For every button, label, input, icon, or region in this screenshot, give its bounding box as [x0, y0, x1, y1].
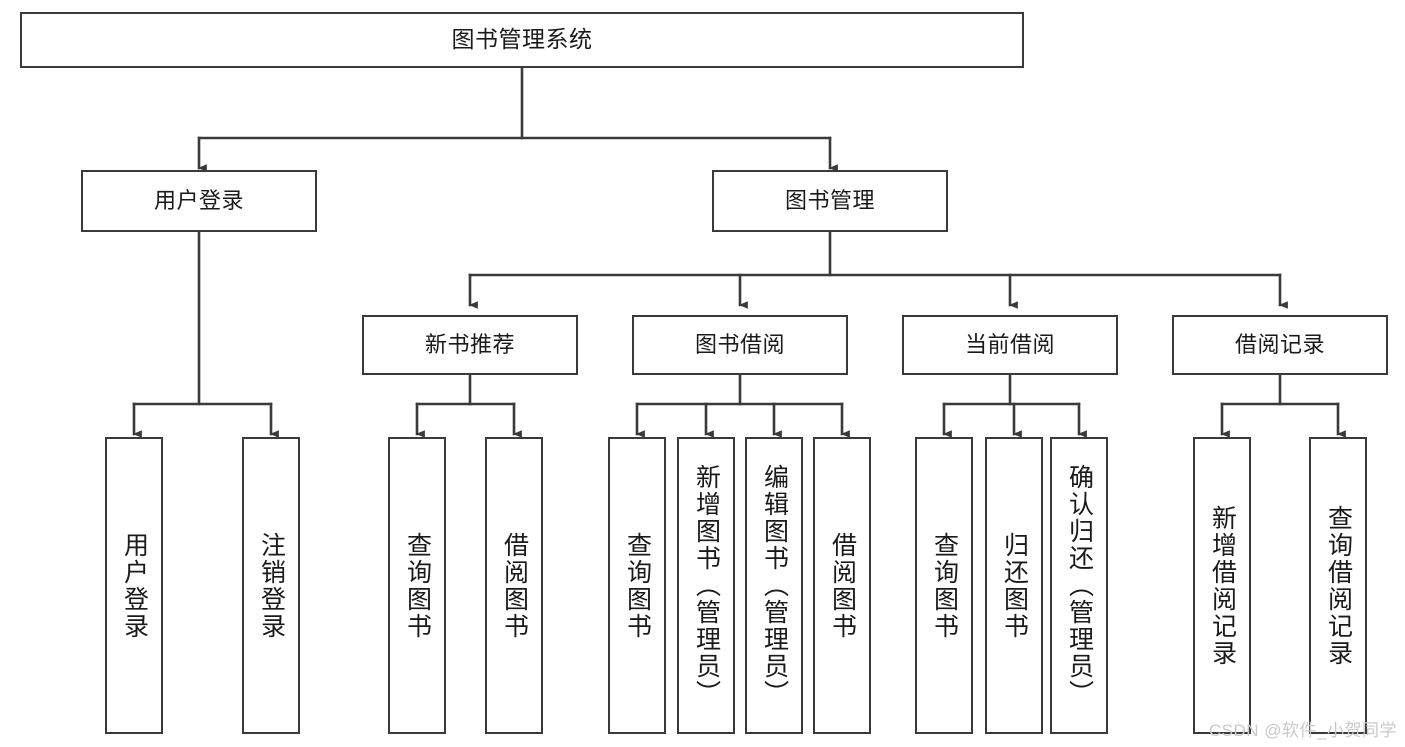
node-current-borrowing[interactable]: 当前借阅 [902, 315, 1118, 375]
node-leaf-logout[interactable]: 注销登录 [242, 437, 300, 734]
node-label: 当前借阅 [964, 331, 1055, 357]
node-leaf-current-query-books[interactable]: 查询图书 [915, 437, 973, 734]
node-label: 新书推荐 [424, 331, 515, 357]
node-label: 查询图书 [403, 531, 432, 640]
node-leaf-current-return-books[interactable]: 归还图书 [985, 437, 1043, 734]
node-label: 归还图书 [1000, 531, 1029, 640]
node-label: 图书借阅 [694, 331, 785, 357]
node-label: 新增图书（管理员） [692, 464, 721, 707]
node-label: 确认归还（管理员） [1065, 464, 1094, 707]
node-leaf-user-login[interactable]: 用户登录 [105, 437, 163, 734]
node-leaf-borrow-add-book-admin[interactable]: 新增图书（管理员） [677, 437, 735, 734]
node-label: 查询图书 [623, 531, 652, 640]
node-root-book-management-system[interactable]: 图书管理系统 [20, 12, 1024, 68]
node-leaf-newbook-borrow-books[interactable]: 借阅图书 [485, 437, 543, 734]
node-new-book-recommendation[interactable]: 新书推荐 [362, 315, 578, 375]
node-user-login[interactable]: 用户登录 [81, 170, 317, 232]
node-borrow-records[interactable]: 借阅记录 [1172, 315, 1388, 375]
node-label: 查询借阅记录 [1324, 504, 1353, 667]
node-leaf-current-confirm-return-admin[interactable]: 确认归还（管理员） [1050, 437, 1108, 734]
node-leaf-borrow-query-books[interactable]: 查询图书 [608, 437, 666, 734]
node-label: 借阅图书 [500, 531, 529, 640]
node-label: 注销登录 [257, 531, 286, 640]
node-label: 借阅图书 [828, 531, 857, 640]
csdn-watermark: CSDN @软件_小贺同学 [1208, 721, 1397, 740]
node-label: 新增借阅记录 [1208, 504, 1237, 667]
node-label: 用户登录 [153, 187, 244, 213]
node-label: 查询图书 [930, 531, 959, 640]
node-leaf-borrow-borrow-books[interactable]: 借阅图书 [813, 437, 871, 734]
node-label: 借阅记录 [1234, 331, 1325, 357]
node-book-borrowing[interactable]: 图书借阅 [632, 315, 848, 375]
node-label: 编辑图书（管理员） [760, 464, 789, 707]
node-label: 图书管理系统 [451, 26, 593, 53]
node-leaf-newbook-query-books[interactable]: 查询图书 [388, 437, 446, 734]
node-book-management[interactable]: 图书管理 [712, 170, 948, 232]
node-label: 用户登录 [120, 531, 149, 640]
node-label: 图书管理 [784, 187, 875, 213]
node-leaf-record-add-borrow-record[interactable]: 新增借阅记录 [1193, 437, 1251, 734]
node-leaf-record-query-borrow-record[interactable]: 查询借阅记录 [1309, 437, 1367, 734]
node-leaf-borrow-edit-book-admin[interactable]: 编辑图书（管理员） [745, 437, 803, 734]
